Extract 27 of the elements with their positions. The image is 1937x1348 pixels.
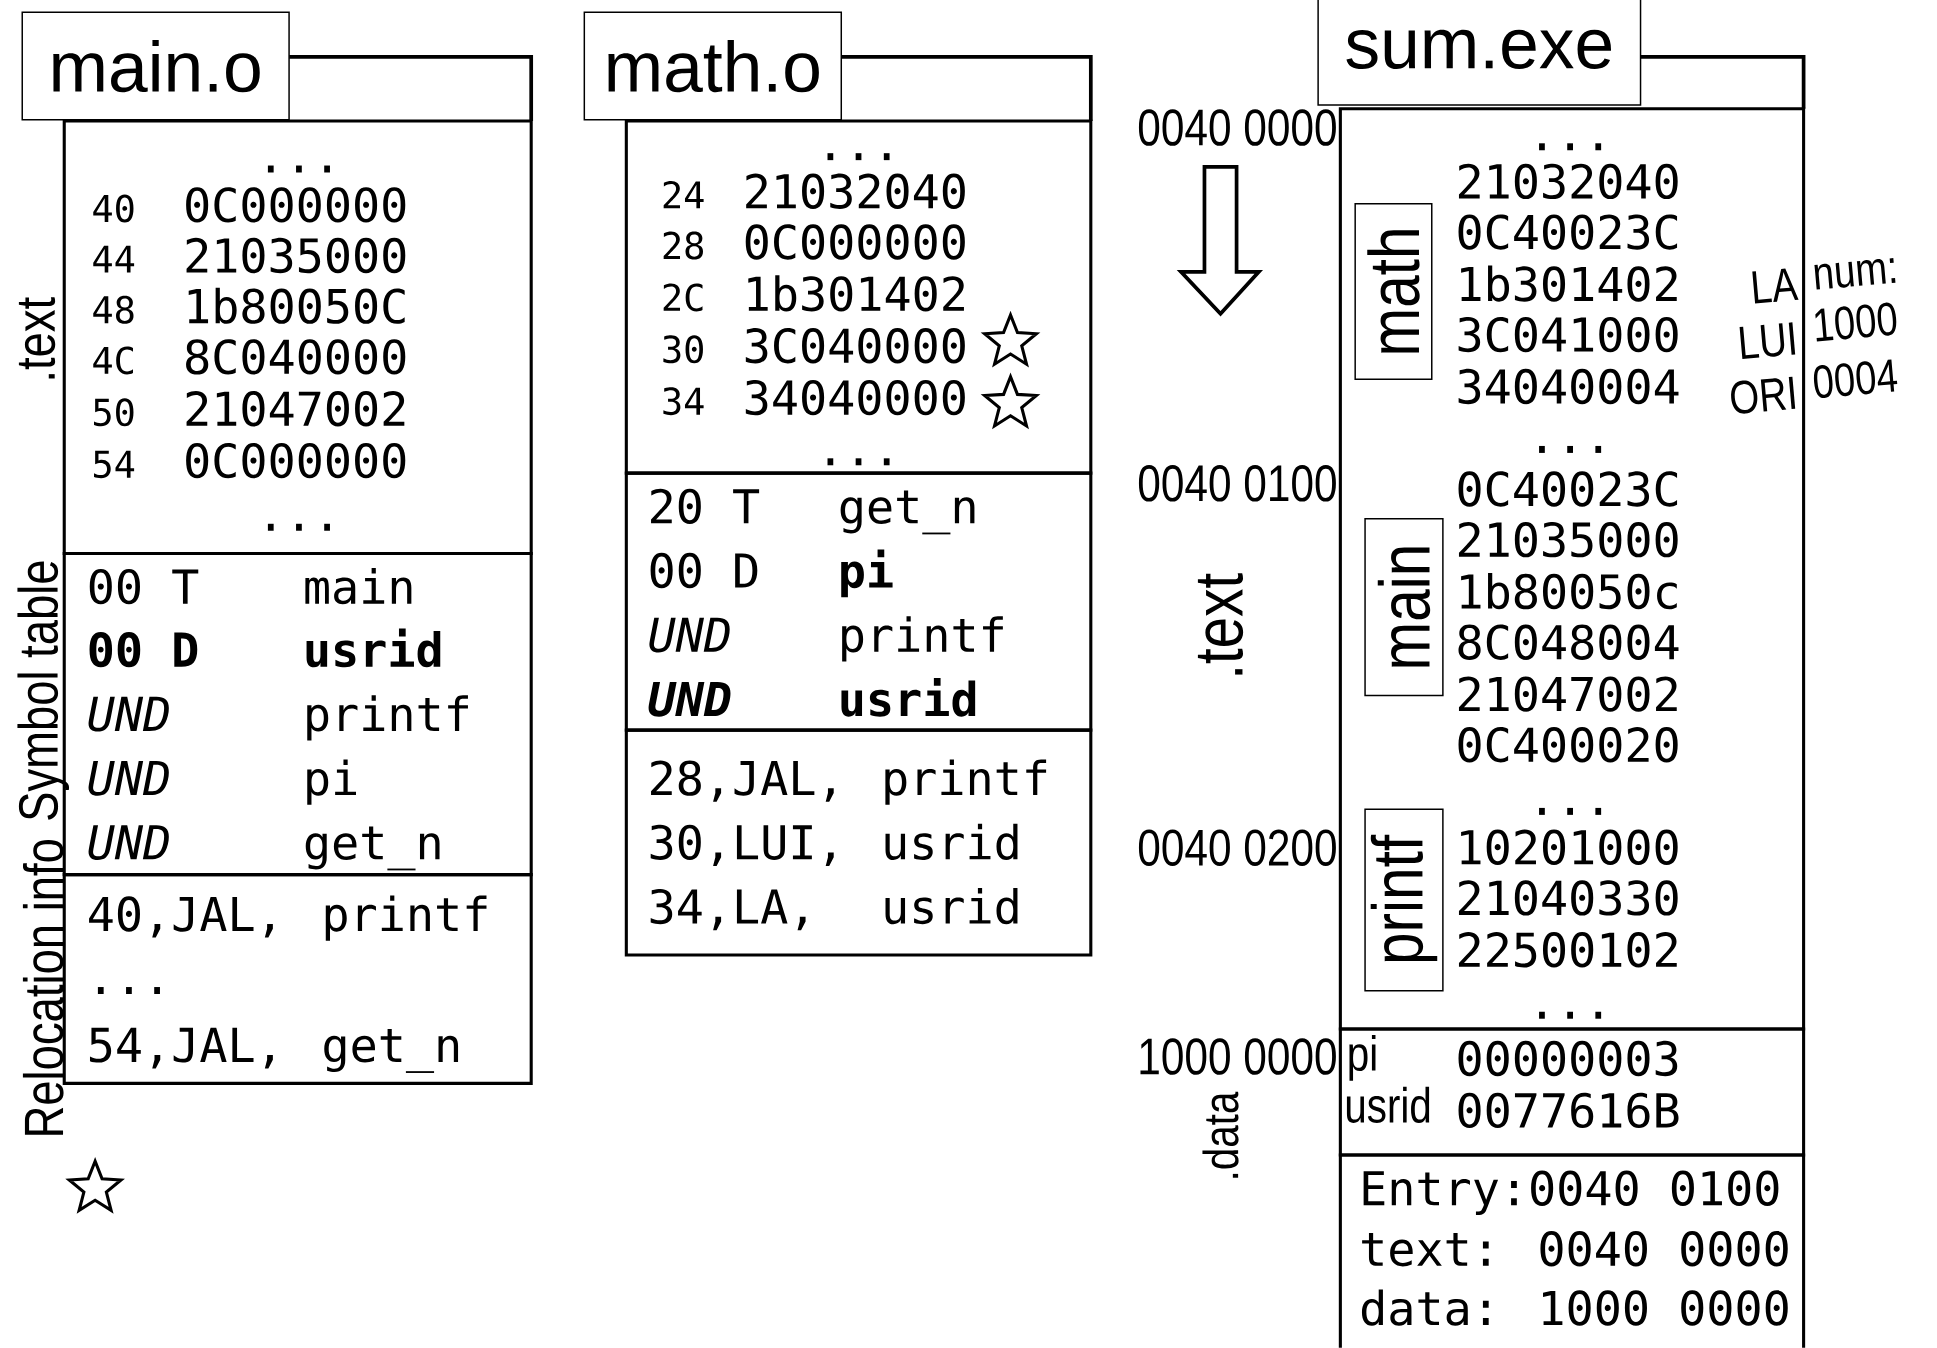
address-label: 0040 0000 [1138, 109, 1336, 146]
address-label: 0040 0100 [1138, 465, 1336, 502]
title-box: math.o [583, 11, 842, 121]
instruction-note: num: [1814, 258, 1896, 290]
code-section: ... 40 0C000000 44 21035000 48 1b80050C 4C 8C040000 50 21047002 54 0C000000 ... [62, 119, 533, 556]
instruction-note: 0004 [1813, 359, 1898, 399]
relocation-table: 40,JAL, printf ... 54,JAL, get_n [62, 873, 533, 1086]
section-label: Relocation info [22, 840, 64, 1135]
title-box: sum.exe [1317, 0, 1642, 106]
relocation-table: 28,JAL, printf 30,LUI, usrid 34,LA, usrid [624, 728, 1093, 957]
header-section: Entry:0040 0100 text: 0040 0000 data: 1000 0000 [1338, 1153, 1806, 1348]
section-label: .text [1197, 573, 1244, 675]
section-label: .text [18, 297, 56, 379]
title-box: main.o [21, 11, 290, 121]
address-label: 0040 0200 [1138, 829, 1336, 867]
instruction-note: 1000 [1815, 302, 1897, 342]
address-label: 1000 0000 [1140, 1038, 1336, 1075]
module-label: math [1354, 203, 1433, 381]
instruction-note: LA [1752, 268, 1799, 304]
instruction-note: LUI [1739, 322, 1796, 360]
section-label: .data [1202, 1091, 1239, 1178]
instruction-note: ORI [1731, 376, 1796, 414]
data-section: pi 00000003 usrid 0077616B [1338, 1027, 1806, 1157]
module-label: printf [1364, 808, 1444, 992]
code-section: ... 24 21032040 28 0C000000 2C 1b301402 30 3C040000 34 34040000 ... [624, 119, 1093, 475]
module-label: main [1364, 518, 1444, 697]
symbol-table: 20 T get_n 00 D pi UND printf UND usrid [624, 471, 1093, 732]
